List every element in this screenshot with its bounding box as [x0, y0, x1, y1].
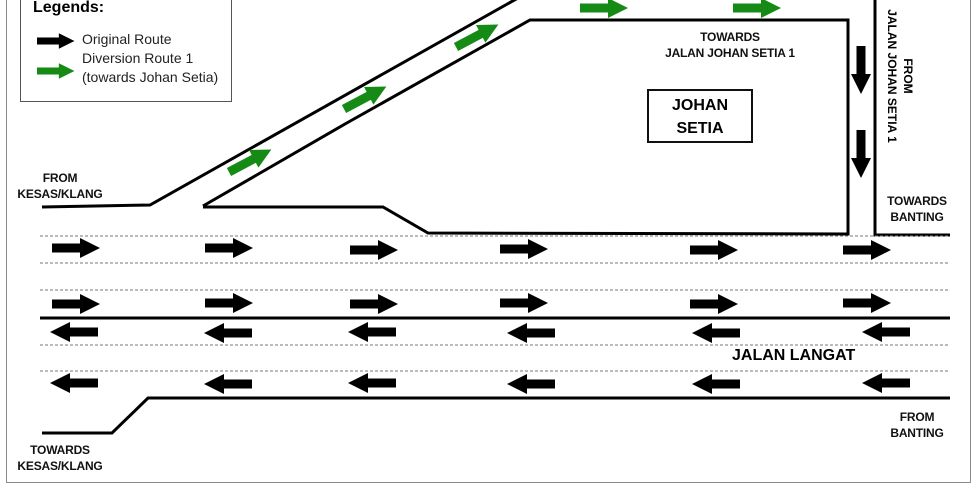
original-route-arrow-icon [37, 33, 75, 49]
label-line: TOWARDS [30, 443, 90, 457]
label-line: FROM [899, 410, 935, 424]
slip-road-outer-edge [41, 0, 518, 209]
arrow-left-icon [204, 323, 252, 343]
from-kesas-label: FROM KESAS/KLANG [14, 170, 106, 202]
arrow-right-icon [350, 240, 398, 260]
arrow-right-icon [500, 239, 548, 259]
jalan-langat-label: JALAN LANGAT [732, 347, 856, 364]
diversion-arrow-icon [580, 0, 628, 18]
diversion-arrow-icon [224, 140, 277, 181]
arrow-right-icon [205, 293, 253, 313]
arrow-down-icon [851, 46, 871, 94]
label-line: FROM [42, 171, 78, 185]
label-line: JALAN JOHAN SETIA 1 [665, 46, 795, 60]
arrow-left-icon [204, 374, 252, 394]
from-banting-label: FROM BANTING [880, 409, 954, 441]
label-line: BANTING [890, 210, 944, 224]
road-edges [40, 0, 950, 435]
label-line: JOHAN [671, 97, 728, 114]
arrow-left-icon [507, 374, 555, 394]
label-line: SETIA [676, 120, 724, 137]
side-road-edge [873, 0, 950, 237]
arrow-down-icon [851, 130, 871, 178]
legend-original-route: Original Route [82, 31, 172, 47]
arrow-right-icon [843, 240, 891, 260]
legend-box: Legends: Original Route Diversion Route … [20, 0, 232, 102]
arrow-left-icon [692, 374, 740, 394]
arrow-left-icon [50, 322, 98, 342]
diversion-arrow-icon [733, 0, 781, 18]
label-line: BANTING [890, 426, 944, 440]
arrow-right-icon [843, 293, 891, 313]
label-line: KESAS/KLANG [17, 459, 103, 473]
from-jalan-johan-setia-label: FROM JALAN JOHAN SETIA 1 [884, 0, 916, 156]
johan-setia-area-label: JOHAN SETIA [647, 89, 753, 143]
towards-banting-label: TOWARDS BANTING [880, 193, 954, 225]
lane-dividers [40, 235, 950, 372]
arrow-left-icon [348, 322, 396, 342]
arrow-left-icon [862, 373, 910, 393]
legend-title: Legends: [33, 0, 105, 16]
arrow-left-icon [692, 323, 740, 343]
towards-jalan-johan-setia-label: TOWARDS JALAN JOHAN SETIA 1 [640, 29, 820, 61]
arrow-right-icon [690, 240, 738, 260]
arrow-left-icon [50, 373, 98, 393]
label-line: TOWARDS [700, 30, 760, 44]
legend-diversion-note: (towards Johan Setia) [82, 69, 219, 85]
lower-road-edge [42, 396, 950, 435]
arrow-right-icon [52, 238, 100, 258]
arrow-left-icon [348, 373, 396, 393]
legend-diversion-route: Diversion Route 1 [82, 50, 194, 66]
label-line: TOWARDS [887, 194, 947, 208]
label-line: KESAS/KLANG [17, 187, 103, 201]
diversion-route-arrow-icon [37, 63, 75, 79]
arrow-right-icon [350, 294, 398, 314]
legend-icons [37, 33, 75, 79]
arrow-left-icon [862, 322, 910, 342]
arrow-left-icon [507, 323, 555, 343]
arrow-right-icon [52, 294, 100, 314]
arrow-right-icon [205, 238, 253, 258]
arrow-right-icon [500, 293, 548, 313]
label-line: JALAN JOHAN SETIA 1 [885, 9, 899, 143]
label-line: FROM [901, 58, 915, 94]
towards-kesas-label: TOWARDS KESAS/KLANG [14, 442, 106, 474]
slip-road-inner-edge [202, 18, 850, 236]
arrow-right-icon [690, 294, 738, 314]
